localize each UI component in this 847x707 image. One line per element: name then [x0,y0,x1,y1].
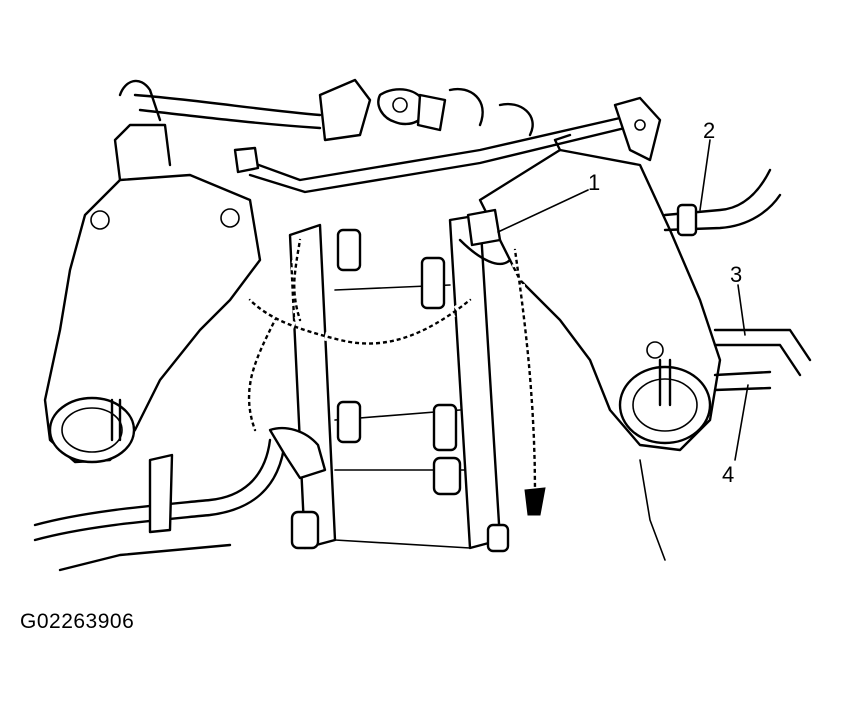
right-manifold [478,133,722,452]
right-tubes [663,168,812,392]
linkage-rod [233,96,662,194]
fuel-rails [288,213,502,550]
callout-4: 4 [722,462,734,487]
callout-2: 2 [703,118,715,143]
wiring-harness [244,208,546,516]
figure-code: G02263906 [20,610,135,633]
lower-lines [33,426,666,572]
left-manifold [43,123,262,464]
callout-3: 3 [730,262,742,287]
callout-leaders [497,139,749,461]
callout-1: 1 [588,170,600,195]
injectors [290,228,510,553]
top-hose-assembly [118,78,534,142]
